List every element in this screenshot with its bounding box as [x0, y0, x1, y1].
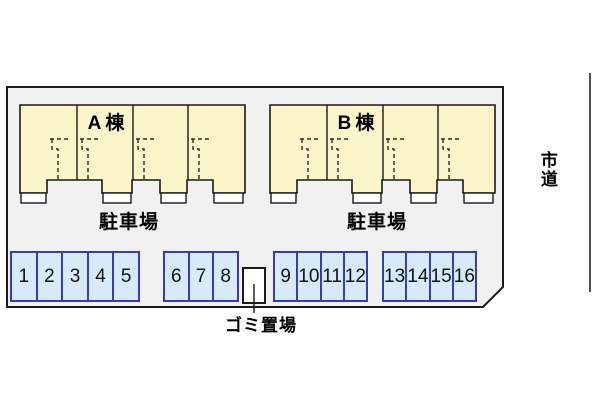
parking-space-4: 4 — [86, 251, 115, 302]
parking-space-10: 10 — [296, 251, 322, 302]
parking-space-9: 9 — [273, 251, 299, 302]
garbage-area-label: ゴミ置場 — [225, 316, 297, 336]
parking-lot-label-1: 駐車場 — [98, 212, 160, 234]
parking-space-15: 15 — [428, 251, 454, 302]
parking-space-2: 2 — [35, 251, 64, 302]
parking-space-3: 3 — [61, 251, 89, 302]
parking-space-1: 1 — [10, 251, 38, 302]
parking-space-12: 12 — [342, 251, 368, 302]
parking-space-5: 5 — [112, 251, 140, 302]
parking-space-11: 11 — [319, 251, 345, 302]
parking-space-13: 13 — [382, 251, 408, 302]
parking-space-14: 14 — [405, 251, 431, 302]
parking-space-7: 7 — [187, 251, 215, 302]
building-b-label: B棟 — [337, 113, 379, 135]
parking-space-8: 8 — [212, 251, 240, 302]
building-a-label: A棟 — [87, 113, 129, 135]
parking-space-16: 16 — [451, 251, 477, 302]
parking-lot-label-2: 駐車場 — [346, 212, 408, 234]
road-label: 市道 — [537, 151, 557, 189]
parking-space-6: 6 — [163, 251, 190, 302]
